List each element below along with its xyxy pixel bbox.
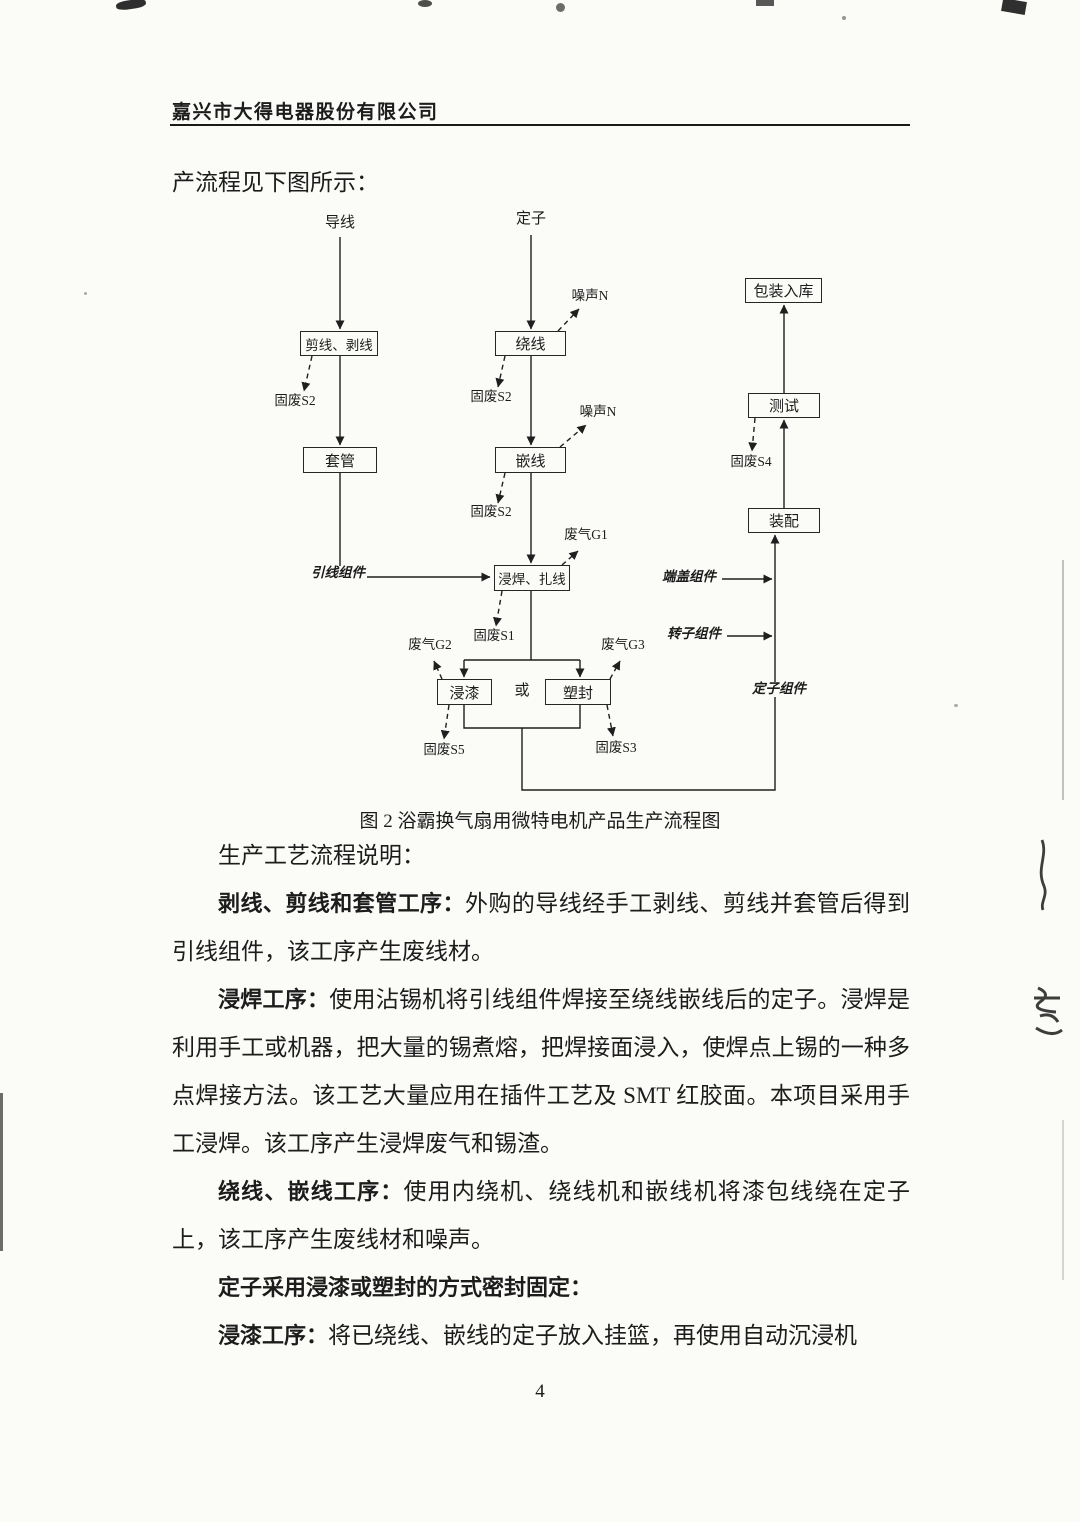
paragraph-body: 使用沾锡机将引线组件焊接至绕线嵌线后的定子。浸焊是利用手工或机器，把大量的锡煮熔… <box>172 987 910 1156</box>
scan-artifact <box>954 704 958 707</box>
scan-artifact <box>115 0 147 12</box>
flow-label-lead-assembly: 引线组件 <box>309 565 367 581</box>
flow-output-gas-g3: 废气G3 <box>601 637 645 652</box>
paragraph-winding-embed: 绕线、嵌线工序：使用内绕机、绕线机和嵌线机将漆包线绕在定子上，该工序产生废线材和… <box>172 1168 910 1264</box>
flow-input-stator: 定子 <box>515 211 547 227</box>
flow-output-solid-s1: 固废S1 <box>473 628 515 643</box>
flow-output-solid-s2-3: 固废S2 <box>470 504 512 519</box>
flow-label-or: 或 <box>514 683 530 699</box>
scan-artifact <box>1001 0 1027 15</box>
paragraph-lead: 定子采用浸漆或塑封的方式密封固定： <box>218 1275 593 1300</box>
scan-edge-mark <box>1062 1120 1064 1280</box>
flow-output-solid-s2-2: 固废S2 <box>470 389 512 404</box>
flow-output-noise-1: 噪声N <box>571 288 609 303</box>
handwritten-margin-marks <box>1034 839 1063 1035</box>
flow-box-assemble: 装配 <box>748 508 820 533</box>
flow-box-winding: 绕线 <box>495 331 566 356</box>
flow-box-test: 测试 <box>748 393 820 418</box>
flow-box-sleeve: 套管 <box>303 447 377 473</box>
flow-box-embed-wire: 嵌线 <box>495 447 566 473</box>
flow-output-noise-2: 噪声N <box>579 404 617 419</box>
flow-box-cut-strip-wire: 剪线、剥线 <box>300 331 378 356</box>
paragraph-body: 使用内绕机、绕线机和嵌线机将漆包线绕在定子上，该工序产生废线材和噪声。 <box>172 1179 910 1252</box>
paragraph-lead: 浸漆工序： <box>218 1323 329 1348</box>
paragraph-strip-cut-sleeve: 剥线、剪线和套管工序：外购的导线经手工剥线、剪线并套管后得到引线组件，该工序产生… <box>172 880 910 976</box>
paragraph-lead: 剥线、剪线和套管工序： <box>218 891 465 916</box>
flow-output-solid-s3: 固废S3 <box>595 740 637 755</box>
figure-caption: 图 2 浴霸换气扇用微特电机产品生产流程图 <box>359 811 721 832</box>
scan-artifact <box>418 0 432 7</box>
page-number: 4 <box>535 1381 545 1402</box>
flow-box-dip-paint: 浸漆 <box>437 679 492 705</box>
body-text: 生产工艺流程说明： 剥线、剪线和套管工序：外购的导线经手工剥线、剪线并套管后得到… <box>172 832 910 1360</box>
scan-artifact <box>842 16 846 20</box>
scan-artifact <box>556 3 565 12</box>
scan-artifact <box>84 292 87 295</box>
paragraph-lead: 绕线、嵌线工序： <box>218 1179 404 1204</box>
paragraph-dip-paint: 浸漆工序：将已绕线、嵌线的定子放入挂篮，再使用自动沉浸机 <box>172 1312 910 1360</box>
flow-label-end-cover-assembly: 端盖组件 <box>662 569 716 584</box>
flow-label-rotor-assembly: 转子组件 <box>667 626 721 641</box>
paragraph-lead: 浸焊工序： <box>218 987 330 1012</box>
header-rule <box>170 124 910 126</box>
paragraph-dip-solder: 浸焊工序：使用沾锡机将引线组件焊接至绕线嵌线后的定子。浸焊是利用手工或机器，把大… <box>172 976 910 1168</box>
flow-output-solid-s2-1: 固废S2 <box>274 393 316 408</box>
flow-output-solid-s4: 固废S4 <box>730 454 772 469</box>
scan-edge-mark <box>1062 560 1064 800</box>
paragraph-body: 将已绕线、嵌线的定子放入挂篮，再使用自动沉浸机 <box>328 1323 858 1348</box>
flow-input-wire: 导线 <box>324 215 356 231</box>
section-heading: 生产工艺流程说明： <box>218 843 425 868</box>
company-header: 嘉兴市大得电器股份有限公司 <box>172 102 439 123</box>
flow-output-solid-s5: 固废S5 <box>423 742 465 757</box>
scan-artifact <box>756 0 774 6</box>
scan-edge-mark <box>0 1093 3 1251</box>
flow-output-gas-g2: 废气G2 <box>408 637 452 652</box>
flow-box-dip-solder: 浸焊、扎线 <box>494 565 570 591</box>
flow-connector-lines <box>301 235 789 791</box>
paragraph-body: 外购的导线经手工剥线、剪线并套管后得到引线组件，该工序产生废线材。 <box>172 891 910 964</box>
flow-output-gas-g1: 废气G1 <box>564 527 608 542</box>
paragraph-sealing-method: 定子采用浸漆或塑封的方式密封固定： <box>172 1264 910 1312</box>
intro-text: 产流程见下图所示： <box>172 170 379 195</box>
flow-box-plastic-seal: 塑封 <box>545 679 611 705</box>
flow-label-stator-assembly: 定子组件 <box>750 681 808 697</box>
flow-box-pack-warehouse: 包装入库 <box>745 278 822 303</box>
process-flow-diagram: 剪线、剥线 套管 绕线 嵌线 浸焊、扎线 浸漆 塑封 包装入库 测试 装配 导线… <box>230 205 870 805</box>
